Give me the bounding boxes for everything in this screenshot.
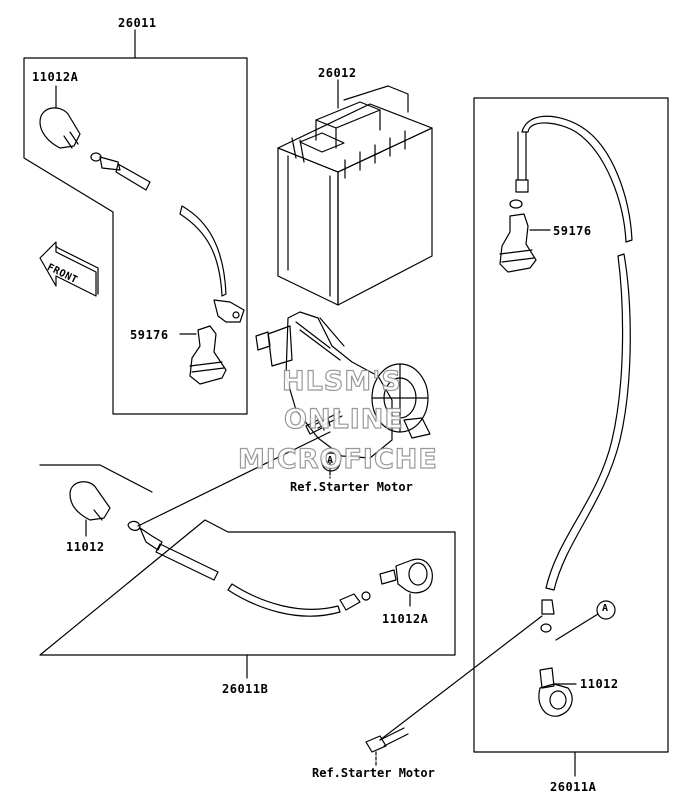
watermark-line-2: ONLINE: [283, 403, 404, 435]
ref-starter-motor-bottom: Ref.Starter Motor: [312, 766, 435, 780]
label-11012-left: 11012: [66, 540, 105, 554]
cable-26011: [90, 152, 245, 323]
ref-starter-motor-top: Ref.Starter Motor: [290, 480, 413, 494]
label-59176-left: 59176: [130, 328, 169, 342]
label-11012-right: 11012: [580, 677, 619, 691]
boot-59176-left: [179, 325, 227, 385]
cap-11012a-top: [39, 85, 81, 149]
label-26011: 26011: [118, 16, 157, 30]
label-59176-right: 59176: [553, 224, 592, 238]
battery-26012: [277, 79, 433, 306]
cap-11012-left: [69, 481, 111, 537]
cap-11012-right: [538, 667, 577, 717]
starter-motor: [255, 311, 431, 459]
label-26012: 26012: [318, 66, 357, 80]
marker-a-center: A: [327, 455, 334, 466]
bottom-bolt: [365, 727, 409, 753]
watermark-line-3: MICROFICHE: [237, 443, 438, 475]
group-26011a-outline: [473, 97, 669, 753]
cap-11012a-mid: [379, 558, 433, 607]
group-26011b-outline: [39, 464, 456, 656]
starter-bolt: [305, 411, 343, 435]
watermark-line-1: HLSM'S: [281, 365, 402, 397]
marker-a-right-circle: [596, 600, 616, 620]
marker-a-right: A: [602, 603, 609, 614]
front-arrow: [39, 241, 99, 297]
group-26011-outline: [23, 57, 248, 415]
cable-26011a: [379, 115, 633, 741]
label-26011a: 26011A: [550, 780, 597, 794]
boot-59176-right: [499, 213, 551, 273]
marker-a-center-circle: [321, 452, 341, 472]
label-26011b: 26011B: [222, 682, 269, 696]
label-11012a-mid: 11012A: [382, 612, 429, 626]
cable-26011b: [127, 431, 371, 617]
label-11012a-top: 11012A: [32, 70, 79, 84]
